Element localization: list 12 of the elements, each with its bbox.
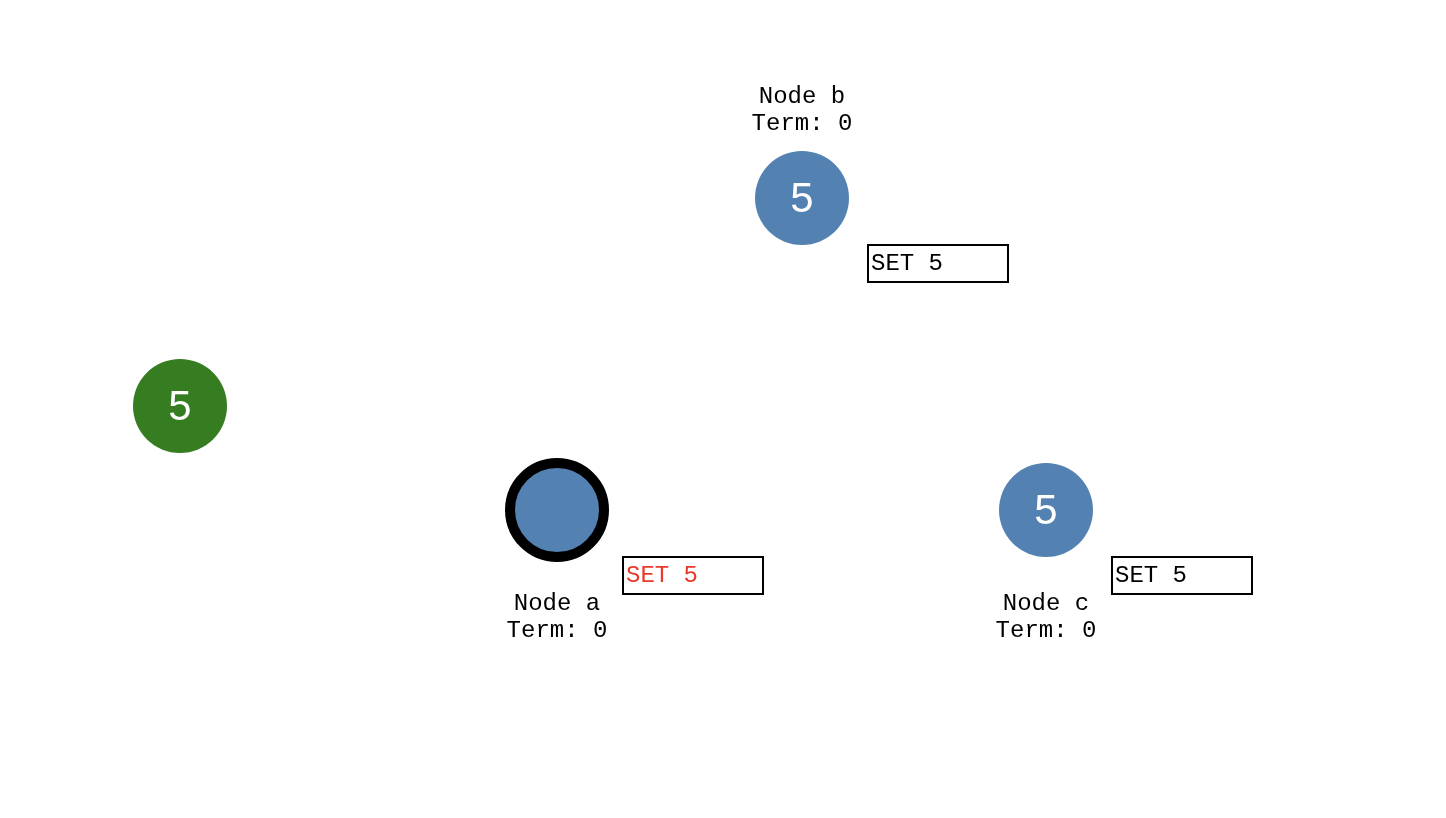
server-circle: 5 xyxy=(755,151,849,245)
client-circle: 5 xyxy=(133,359,227,453)
log-entry: SET 5 xyxy=(867,244,1009,283)
node-caption: Node c xyxy=(1002,590,1090,617)
node-caption: Term: 0 xyxy=(995,617,1097,644)
node-caption: Node a xyxy=(513,590,601,617)
node-caption: Node b xyxy=(758,83,846,110)
server-circle: 5 xyxy=(999,463,1093,557)
log-entry: SET 5 xyxy=(1111,556,1253,595)
node-caption: Term: 0 xyxy=(506,617,608,644)
node-caption: Term: 0 xyxy=(751,110,853,137)
log-entry: SET 5 xyxy=(622,556,764,595)
